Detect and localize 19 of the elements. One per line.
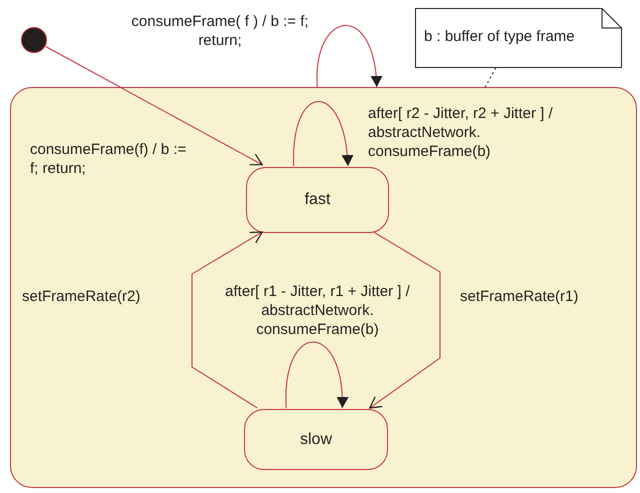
composite-state	[10, 87, 637, 488]
edge-label: setFrameRate(r1)	[460, 287, 580, 306]
edge-label: setFrameRate(r2)	[22, 287, 142, 306]
state-box: slow	[244, 409, 388, 470]
note-connector	[484, 68, 496, 88]
edge-label: after[ r2 - Jitter, r2 + Jitter ] / abstractNetwork. consumeFrame(b)	[368, 104, 554, 161]
state-box: fast	[246, 167, 389, 233]
transition-arrow	[286, 342, 348, 408]
edge-label: consumeFrame( f ) / b := f; return;	[130, 12, 310, 50]
edge-label: after[ r1 - Jitter, r1 + Jitter ] / abstractNetwork. consumeFrame(b)	[224, 282, 411, 339]
transition-arrow	[316, 25, 382, 88]
initial-state-dot	[21, 27, 47, 53]
transition-arrow	[369, 232, 440, 409]
note-text: b : buffer of type frame	[424, 28, 575, 45]
transition-arrow	[192, 231, 263, 408]
transition-arrow	[293, 101, 353, 166]
note	[415, 8, 622, 68]
transition-arrow	[45, 46, 263, 166]
edge-label: consumeFrame(f) / b := f; return;	[30, 140, 188, 178]
